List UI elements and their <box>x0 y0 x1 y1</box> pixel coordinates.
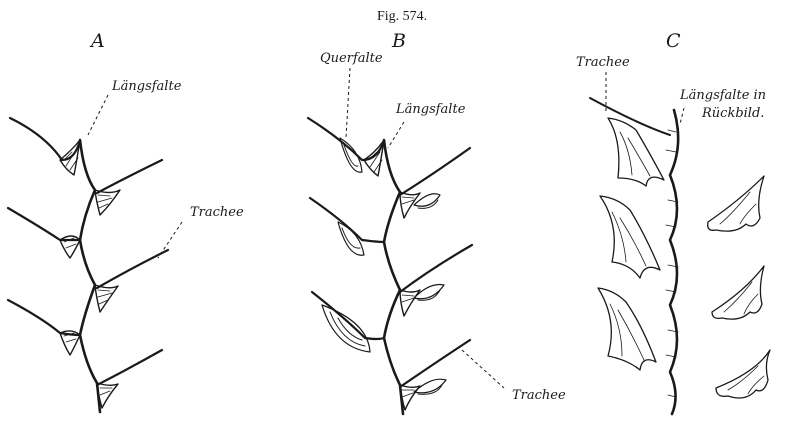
panel-b-drawing <box>308 68 504 414</box>
panel-b-label-laengsfalte: Längsfalte <box>396 102 465 117</box>
panel-c-label-laengsfalte-line2: Rückbild. <box>702 106 764 121</box>
panel-a-label-trachee: Trachee <box>190 205 244 220</box>
panel-b-label-querfalte: Querfalte <box>320 51 383 66</box>
panel-a-drawing <box>8 95 182 412</box>
panel-b-letter: B <box>392 30 406 52</box>
panel-c-label-trachee: Trachee <box>576 55 630 70</box>
panel-c-drawing <box>590 72 770 414</box>
panel-c-label-laengsfalte-line1: Längsfalte in <box>680 88 766 103</box>
panel-b-label-trachee: Trachee <box>512 388 566 403</box>
panel-a-label-laengsfalte: Längsfalte <box>112 79 181 94</box>
panel-c-letter: C <box>666 30 681 52</box>
figure-title: Fig. 574. <box>377 9 427 25</box>
panel-a-letter: A <box>91 30 105 52</box>
